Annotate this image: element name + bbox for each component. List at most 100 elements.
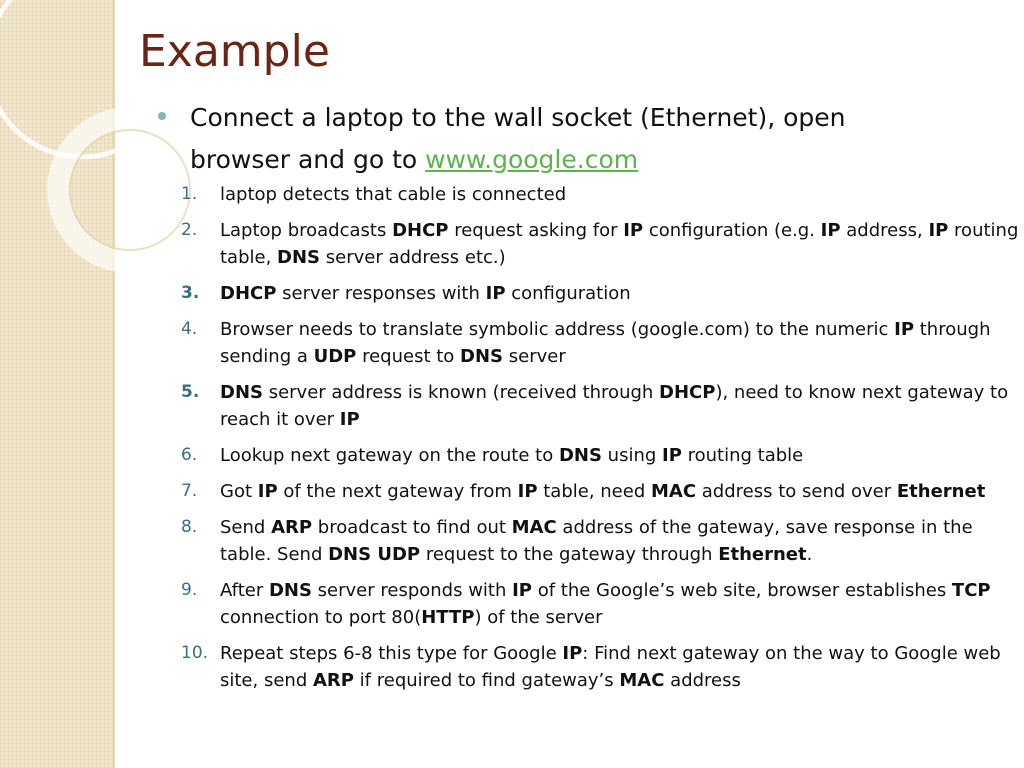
step-term-bold: ARP <box>312 670 354 691</box>
step-text-segment: configuration <box>505 283 631 304</box>
step-number: 8. <box>181 517 198 537</box>
step-item: 3. DHCP server responses with IP configur… <box>160 280 1020 307</box>
step-text-segment: connection to port 80( <box>220 607 422 628</box>
step-item: 8. Send ARP broadcast to find out MAC add… <box>160 514 1020 568</box>
step-term-bold: MAC <box>650 481 697 502</box>
step-text-segment: request to the gateway through <box>420 544 719 565</box>
step-text-segment: ), need to know next gateway to reach it… <box>220 382 1009 430</box>
step-text-segment: Repeat steps 6-8 this type for Google <box>220 643 563 664</box>
step-text-segment: table, need <box>537 481 651 502</box>
step-item: 4. Browser needs to translate symbolic ad… <box>160 316 1020 370</box>
step-term-bold: DHCP <box>392 220 449 241</box>
step-text-segment: Lookup next gateway on the route to <box>220 445 559 466</box>
step-text-segment: Laptop broadcasts <box>220 220 393 241</box>
step-text: Lookup next gateway on the route to DNS … <box>220 442 1020 469</box>
step-text-segment: address to send over <box>696 481 897 502</box>
step-text-segment: of the Google’s web site, browser establ… <box>532 580 952 601</box>
step-term-bold: Ethernet <box>896 481 986 502</box>
step-text-segment: routing table, <box>220 220 1019 268</box>
step-term-bold: IP <box>485 283 506 304</box>
decorative-rings <box>0 0 200 273</box>
step-text: Send ARP broadcast to find out MAC addre… <box>220 514 1020 568</box>
slide-title: Example <box>139 26 330 77</box>
decorative-ring-lower-shadow <box>69 129 191 251</box>
step-text: Got IP of the next gateway from IP table… <box>220 478 1020 505</box>
side-strip-edge <box>113 0 115 768</box>
step-text-segment: request to <box>356 346 461 367</box>
step-text: DNS server address is known (received th… <box>220 379 1020 433</box>
step-text-segment: server <box>503 346 566 367</box>
step-term-bold: ARP <box>271 517 313 538</box>
step-term-bold: MAC <box>511 517 557 538</box>
step-term-bold: DNS <box>558 445 602 466</box>
step-text: Laptop broadcasts DHCP request asking fo… <box>220 217 1020 271</box>
decorative-ring-lower <box>47 107 200 273</box>
step-term-bold: IP <box>820 220 841 241</box>
step-text-segment: server responds with <box>311 580 513 601</box>
step-text-segment: Send <box>220 517 272 538</box>
step-term-bold: IP <box>928 220 949 241</box>
step-item: 9. After DNS server responds with IP of t… <box>160 577 1020 631</box>
step-term-bold: IP <box>894 319 915 340</box>
google-link[interactable]: www.google.com <box>425 145 639 174</box>
step-number: 6. <box>181 445 198 465</box>
step-text-segment: address, <box>840 220 929 241</box>
step-text-segment: server address is known (received throug… <box>262 382 660 403</box>
step-term-bold: IP <box>257 481 278 502</box>
step-number: 9. <box>181 580 198 600</box>
step-text-segment: : Find next gateway on the way to Google… <box>220 643 1001 691</box>
step-text: DHCP server responses with IP configurat… <box>220 280 1020 307</box>
step-item: 10. Repeat steps 6-8 this type for Googl… <box>160 640 1020 694</box>
step-number: 10. <box>181 643 209 663</box>
step-item: 7. Got IP of the next gateway from IP tab… <box>160 478 1020 505</box>
step-number: 5. <box>181 382 200 402</box>
step-text: Browser needs to translate symbolic addr… <box>220 316 1020 370</box>
step-text-segment: address of the gateway, save response in… <box>220 517 973 565</box>
step-text: After DNS server responds with IP of the… <box>220 577 1020 631</box>
step-term-bold: TCP <box>951 580 991 601</box>
step-number: 7. <box>181 481 198 501</box>
step-text-segment: through sending a <box>220 319 991 367</box>
step-text-segment: address <box>664 670 741 691</box>
step-term-bold: IP <box>339 409 360 430</box>
step-term-bold: IP <box>512 580 532 601</box>
step-text-segment: . <box>806 544 813 565</box>
step-term-bold: UDP <box>313 346 357 367</box>
step-text: laptop detects that cable is connected <box>220 181 1020 208</box>
step-text-segment: Got <box>220 481 258 502</box>
step-text-segment: server address etc.) <box>320 247 506 268</box>
step-text-segment: After <box>220 580 269 601</box>
bullet-dot-icon <box>158 112 166 120</box>
step-term-bold: MAC <box>619 670 665 691</box>
step-text-segment: broadcast to find out <box>312 517 512 538</box>
step-text-segment: configuration (e.g. <box>643 220 821 241</box>
step-number: 1. <box>181 184 198 204</box>
step-term-bold: HTTP <box>421 607 475 628</box>
step-term-bold: Ethernet <box>718 544 807 565</box>
step-term-bold: IP <box>562 643 583 664</box>
step-item: 1. laptop detects that cable is connected <box>160 181 1020 208</box>
step-item: 2.Laptop broadcasts DHCP request asking … <box>160 217 1020 271</box>
step-item: 5. DNS server address is known (received … <box>160 379 1020 433</box>
step-term-bold: DNS UDP <box>328 544 421 565</box>
main-bullet-text-before-link: Connect a laptop to the wall socket (Eth… <box>190 103 846 174</box>
step-number: 4. <box>181 319 198 339</box>
step-text-segment: routing table <box>681 445 804 466</box>
step-term-bold: IP <box>662 445 682 466</box>
step-text-segment: if required to find gateway’s <box>353 670 620 691</box>
step-term-bold: DHCP <box>659 382 716 403</box>
step-term-bold: DHCP <box>220 283 277 304</box>
steps-list: 1. laptop detects that cable is connected… <box>160 181 1020 703</box>
main-bullet-text: Connect a laptop to the wall socket (Eth… <box>190 97 950 181</box>
step-term-bold: DNS <box>277 247 321 268</box>
step-text-segment: using <box>601 445 663 466</box>
step-text-segment: server responses with <box>276 283 486 304</box>
step-item: 6. Lookup next gateway on the route to DN… <box>160 442 1020 469</box>
step-number: 3. <box>181 283 200 303</box>
step-term-bold: DNS <box>268 580 312 601</box>
step-text: Repeat steps 6-8 this type for Google IP… <box>220 640 1020 694</box>
step-text-segment: laptop detects that cable is connected <box>220 184 567 205</box>
step-text-segment: ) of the server <box>474 607 603 628</box>
step-term-bold: IP <box>623 220 644 241</box>
